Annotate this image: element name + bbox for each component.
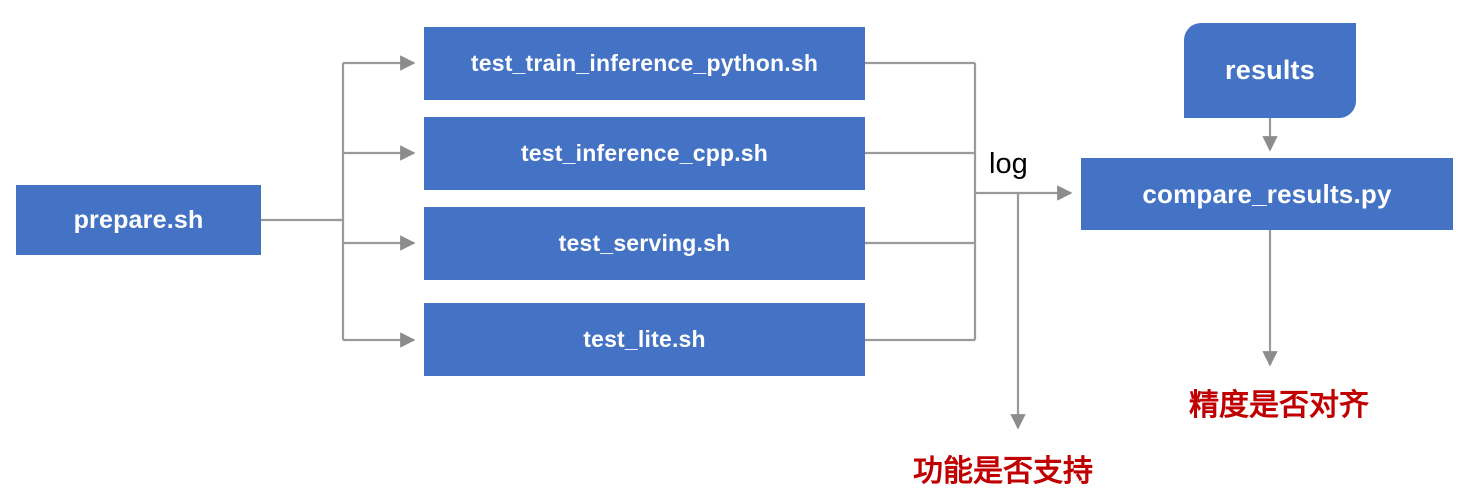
node-prepare-sh[interactable]: prepare.sh <box>16 185 261 255</box>
node-compare-results-py[interactable]: compare_results.py <box>1081 158 1453 230</box>
node-test-serving-sh[interactable]: test_serving.sh <box>424 207 865 280</box>
node-test-train-inference-python-sh[interactable]: test_train_inference_python.sh <box>424 27 865 100</box>
note-precision-aligned: 精度是否对齐 <box>1189 389 1369 422</box>
edge-label-log: log <box>989 148 1028 180</box>
note-function-supported: 功能是否支持 <box>913 455 1093 488</box>
node-test-lite-sh[interactable]: test_lite.sh <box>424 303 865 376</box>
node-results[interactable]: results <box>1184 23 1356 118</box>
node-test-inference-cpp-sh[interactable]: test_inference_cpp.sh <box>424 117 865 190</box>
